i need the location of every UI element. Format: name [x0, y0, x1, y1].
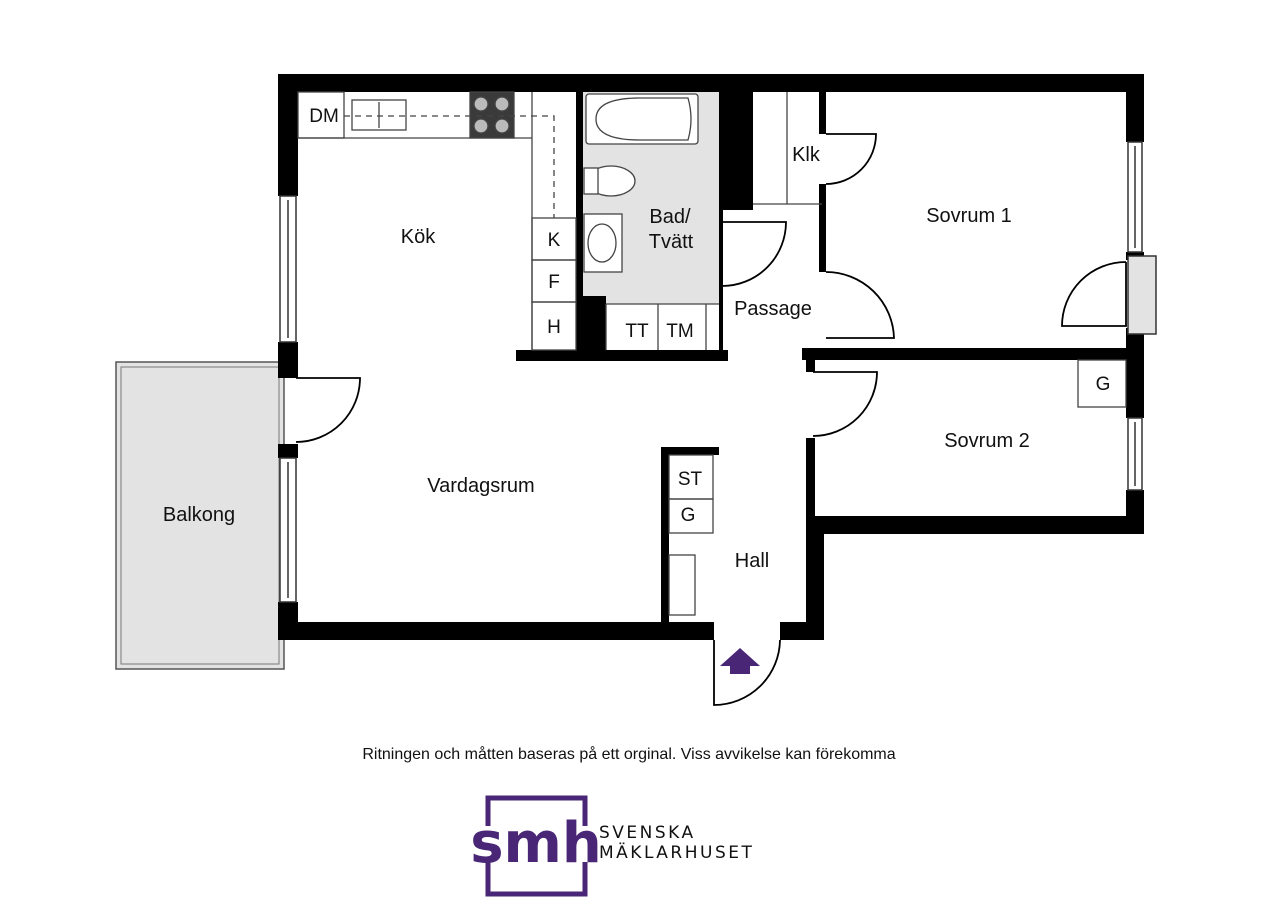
appliance-label-f: F — [548, 272, 560, 293]
appliance-label-k: K — [548, 230, 561, 251]
room-label-klk: Klk — [792, 144, 821, 166]
appliance-label-g-bedroom: G — [1096, 374, 1111, 395]
room-label-sovrum2: Sovrum 2 — [944, 430, 1030, 452]
appliance-label-g-hall: G — [681, 505, 696, 526]
room-label-bad-1: Bad/ — [649, 206, 691, 228]
appliance-label-dm: DM — [309, 106, 339, 127]
room-label-bad-2: Tvätt — [649, 231, 694, 253]
appliance-label-h: H — [547, 317, 561, 338]
brand-logo: smh SVENSKA MÄKLARHUSET — [470, 795, 754, 897]
windows — [279, 141, 1157, 603]
room-label-hall: Hall — [735, 550, 769, 572]
disclaimer-text: Ritningen och måtten baseras på ett orgi… — [362, 745, 895, 763]
room-label-vardagsrum: Vardagsrum — [427, 475, 534, 497]
logo-mark: smh — [470, 811, 602, 876]
kitchen-fixtures — [297, 91, 1127, 616]
room-label-passage: Passage — [734, 298, 812, 320]
doors — [295, 133, 1127, 706]
appliance-label-tt: TT — [625, 321, 649, 342]
logo-line-1: SVENSKA — [599, 823, 696, 843]
room-label-sovrum1: Sovrum 1 — [926, 205, 1012, 227]
balcony-floor — [115, 361, 285, 670]
walls — [278, 74, 1144, 640]
room-label-kok: Kök — [401, 226, 436, 248]
room-label-balkong: Balkong — [163, 504, 235, 526]
logo-line-2: MÄKLARHUSET — [599, 842, 754, 863]
appliance-label-st: ST — [678, 469, 703, 490]
entrance-arrow — [720, 648, 760, 674]
appliance-label-tm: TM — [666, 321, 693, 342]
